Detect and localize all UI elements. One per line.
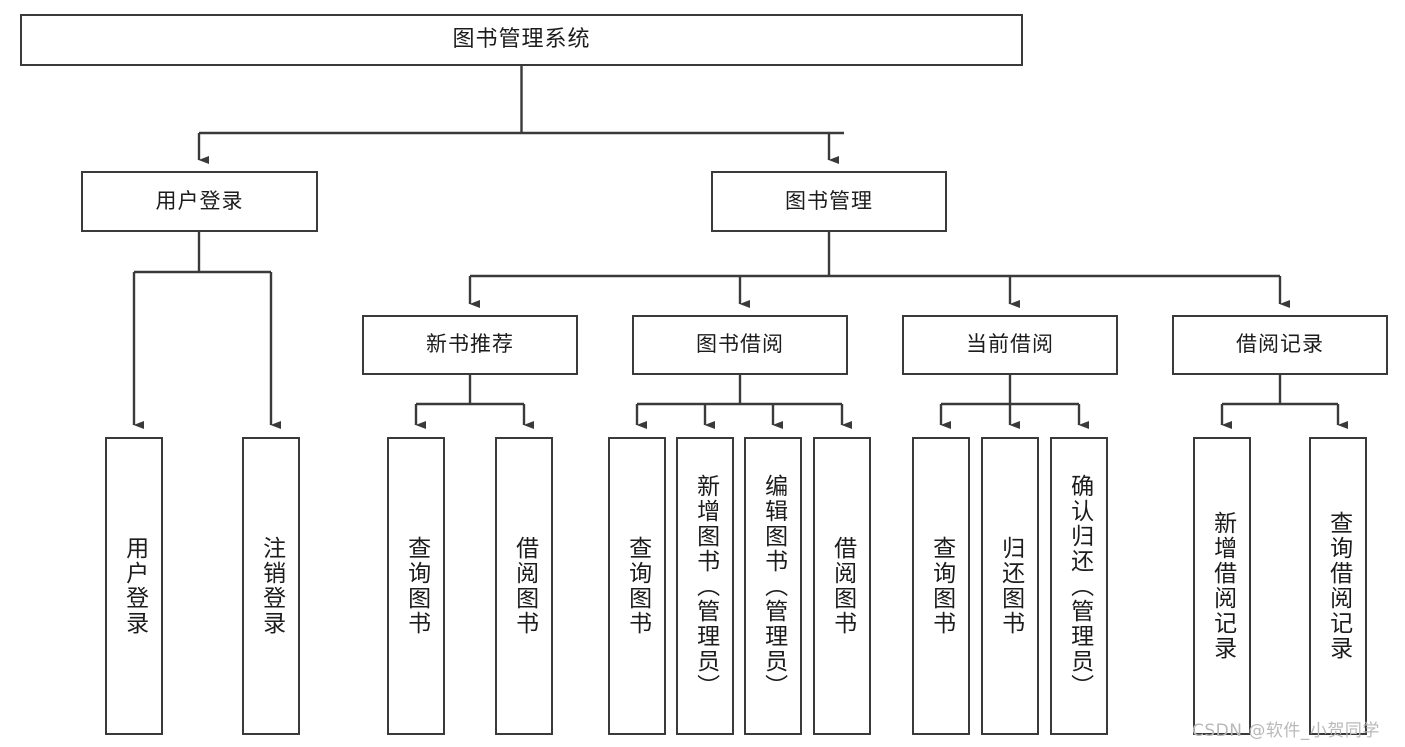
node-leaf-query-record-label: 查询借阅记录 [1325,511,1352,661]
node-leaf-query-book-2[interactable]: 查询图书 [608,437,666,735]
node-leaf-query-book-2-label: 查询图书 [624,536,651,636]
node-leaf-user-login[interactable]: 用户登录 [105,437,163,735]
node-user-login[interactable]: 用户登录 [81,171,318,232]
node-leaf-borrow-book-2-label: 借阅图书 [829,536,856,636]
node-leaf-edit-book[interactable]: 编辑图书（管理员） [744,437,802,735]
csdn-watermark: CSDN @软件_小贺同学 [1192,721,1380,741]
node-leaf-edit-book-label: 编辑图书（管理员） [760,473,787,699]
node-book-management[interactable]: 图书管理 [711,171,947,232]
node-borrow-record-label: 借阅记录 [1236,332,1324,357]
node-book-borrow-label: 图书借阅 [696,332,784,357]
node-borrow-record[interactable]: 借阅记录 [1172,315,1388,375]
node-leaf-user-login-label: 用户登录 [121,536,148,636]
node-book-borrow[interactable]: 图书借阅 [632,315,848,375]
node-new-book-recommend[interactable]: 新书推荐 [362,315,578,375]
node-leaf-confirm-return-label: 确认归还（管理员） [1066,473,1093,699]
node-root-label: 图书管理系统 [452,26,591,52]
node-leaf-return-book[interactable]: 归还图书 [981,437,1039,735]
node-book-management-label: 图书管理 [785,188,873,213]
node-leaf-query-book-1[interactable]: 查询图书 [387,437,445,735]
node-leaf-add-book[interactable]: 新增图书（管理员） [676,437,734,735]
node-leaf-borrow-book-1[interactable]: 借阅图书 [495,437,553,735]
node-user-login-label: 用户登录 [155,188,244,213]
node-leaf-logout-login-label: 注销登录 [258,536,285,636]
node-leaf-query-record[interactable]: 查询借阅记录 [1309,437,1367,735]
node-leaf-logout-login[interactable]: 注销登录 [242,437,300,735]
node-leaf-return-book-label: 归还图书 [997,536,1024,636]
node-leaf-add-record-label: 新增借阅记录 [1209,511,1236,661]
node-leaf-add-book-label: 新增图书（管理员） [692,473,719,699]
node-current-borrow-label: 当前借阅 [966,332,1054,357]
node-leaf-query-book-3-label: 查询图书 [928,536,955,636]
node-current-borrow[interactable]: 当前借阅 [902,315,1118,375]
node-leaf-query-book-3[interactable]: 查询图书 [912,437,970,735]
node-leaf-borrow-book-2[interactable]: 借阅图书 [813,437,871,735]
node-new-book-recommend-label: 新书推荐 [426,332,514,357]
node-leaf-query-book-1-label: 查询图书 [403,536,430,636]
node-leaf-confirm-return[interactable]: 确认归还（管理员） [1050,437,1108,735]
node-root[interactable]: 图书管理系统 [20,14,1023,66]
node-leaf-add-record[interactable]: 新增借阅记录 [1193,437,1251,735]
node-leaf-borrow-book-1-label: 借阅图书 [511,536,538,636]
